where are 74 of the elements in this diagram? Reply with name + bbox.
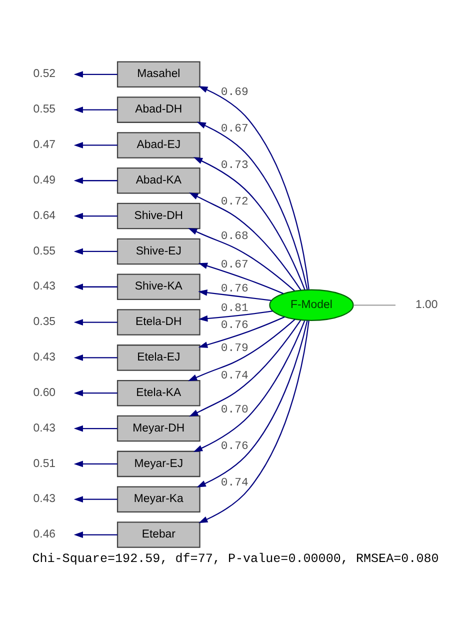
arrow — [73, 354, 117, 360]
edge-label: 0.68 — [220, 229, 248, 242]
edge-label: 0.67 — [220, 122, 248, 136]
node-box: Meyar-Ka — [116, 486, 200, 512]
edge-label: 0.70 — [220, 403, 248, 416]
node-box: Etela-EJ — [116, 344, 200, 370]
arrow — [187, 318, 295, 381]
node-text: 0.43 — [32, 492, 56, 505]
arrow — [198, 262, 283, 294]
node-text: 1.00 — [414, 298, 438, 311]
arrow — [73, 176, 117, 184]
arrow — [73, 531, 117, 538]
arrow — [198, 86, 309, 290]
caption: Chi-Square=192.59, df=77, P-value=0.00000, RMSEA=0.080 — [32, 551, 438, 566]
node-box: Masahel — [116, 60, 200, 88]
arrow — [196, 121, 308, 290]
edge-label: 0.67 — [220, 258, 248, 271]
edge-label: 0.72 — [220, 195, 248, 208]
node-box: Etela-DH — [116, 308, 200, 335]
node-text: 0.46 — [32, 528, 56, 540]
arrow — [73, 460, 117, 467]
arrow — [196, 320, 308, 487]
arrow — [73, 424, 117, 432]
arrow — [192, 156, 305, 290]
arrow — [73, 212, 117, 219]
edge-label: 0.74 — [220, 476, 248, 490]
edge-label: 0.81 — [220, 301, 248, 314]
node-text: 0.55 — [32, 103, 56, 116]
node-text: 0.55 — [32, 244, 56, 257]
arrow — [73, 248, 117, 254]
arrow — [73, 283, 117, 290]
arrow — [198, 310, 272, 322]
node-box: Abad-KA — [116, 167, 200, 194]
arrow — [73, 496, 117, 502]
node-text: 0.43 — [32, 280, 56, 292]
node-box: Meyar-EJ — [116, 450, 200, 477]
connector — [353, 304, 395, 306]
arrow — [73, 70, 117, 78]
arrow — [198, 288, 271, 300]
node-text: 0.64 — [32, 209, 56, 222]
node-text: 0.43 — [32, 422, 56, 434]
edge-label: 0.79 — [220, 341, 248, 354]
arrow — [73, 142, 117, 148]
node-box: Shive-KA — [116, 273, 200, 300]
node-text: 0.49 — [32, 174, 56, 186]
node-text: 0.35 — [32, 316, 56, 328]
node-box: Etebar — [116, 521, 200, 548]
node-box: Abad-EJ — [116, 132, 200, 158]
node-text: 0.47 — [32, 138, 56, 151]
edge-label: 0.76 — [220, 282, 248, 295]
arrow — [188, 319, 301, 416]
node-ellipse: F-Model — [268, 288, 354, 320]
arrow — [73, 106, 117, 112]
arrow — [198, 316, 284, 348]
arrow — [198, 320, 309, 523]
node-box: Shive-EJ — [116, 238, 200, 264]
node-box: Shive-DH — [116, 202, 200, 229]
node-text: 0.60 — [32, 386, 56, 398]
edge-label: 0.76 — [220, 440, 248, 453]
node-text: 0.52 — [32, 68, 56, 80]
arrow — [73, 389, 117, 396]
arrow — [187, 227, 294, 291]
edge-label: 0.74 — [220, 368, 248, 382]
node-box: Meyar-DH — [116, 414, 200, 442]
arrow — [73, 318, 117, 325]
arrow — [192, 320, 305, 452]
edge-label: 0.73 — [220, 158, 248, 172]
edge-label: 0.76 — [220, 318, 248, 332]
edge-label: 0.69 — [220, 85, 248, 98]
node-box: Abad-DH — [116, 96, 200, 122]
node-text: 0.51 — [32, 457, 56, 470]
node-text: 0.43 — [32, 351, 56, 364]
node-box: Etela-KA — [116, 379, 200, 406]
arrow — [188, 192, 301, 290]
